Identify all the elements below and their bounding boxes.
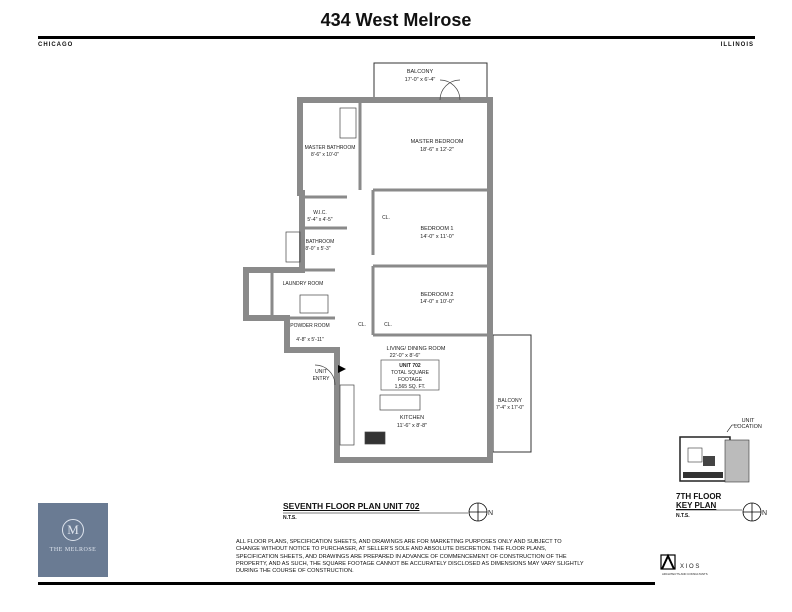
room-label: BALCONY bbox=[407, 69, 434, 75]
plan-title: SEVENTH FLOOR PLAN UNIT 702 bbox=[283, 501, 420, 511]
plan-line bbox=[364, 431, 386, 445]
room-label: TOTAL SQUARE bbox=[391, 370, 430, 376]
room-label: CL. bbox=[384, 322, 392, 328]
plan-line bbox=[243, 97, 493, 463]
plan-line bbox=[661, 553, 675, 570]
room-label: 17'-0" x 6'-4" bbox=[405, 77, 436, 83]
fixtures bbox=[285, 79, 461, 446]
room-label: 22'-0" x 8'-6" bbox=[390, 353, 421, 359]
city-label: CHICAGO bbox=[38, 42, 74, 48]
room-label: CL. bbox=[382, 215, 390, 221]
room-label: 14'-0" x 11'-0" bbox=[420, 234, 453, 240]
plan-line bbox=[726, 424, 738, 433]
interior-walls bbox=[270, 100, 490, 352]
plan-line bbox=[380, 359, 440, 391]
room-label: 18'-6" x 12'-2" bbox=[420, 147, 454, 153]
room-label: POWDER ROOM bbox=[290, 323, 329, 329]
room-label: CL. bbox=[358, 322, 366, 328]
side-balcony-outline bbox=[492, 334, 532, 453]
plan-line bbox=[339, 384, 355, 446]
plan-line: BALCONY 17'-0" x 6'-4" MASTER BEDROOM 18… bbox=[283, 69, 525, 429]
room-label: N bbox=[488, 510, 493, 517]
key-plan-scale: N.T.S. bbox=[676, 513, 690, 519]
room-label: MASTER BEDROOM bbox=[411, 139, 464, 145]
melrose-logo: M THE MELROSE bbox=[38, 503, 108, 577]
room-label: UNIT 702 bbox=[399, 363, 421, 369]
room-label: FOOTAGE bbox=[398, 377, 423, 383]
state-label: ILLINOIS bbox=[720, 42, 754, 48]
plan-line bbox=[339, 107, 357, 139]
key-plan-title: KEY PLAN bbox=[676, 501, 717, 510]
room-label: BALCONY bbox=[498, 398, 523, 404]
architect-logo: X I O S ARCHITECTS AND CONSULTANTS bbox=[660, 553, 708, 576]
key-plan-floor: 7TH FLOOR bbox=[676, 492, 722, 501]
room-label: 8'-0" x 5'-3" bbox=[305, 246, 330, 252]
plan-scale: N.T.S. bbox=[283, 515, 297, 521]
key-plan-thumbnail bbox=[679, 424, 750, 483]
room-label: UNIT bbox=[742, 418, 755, 424]
key-plan-north-arrow-icon bbox=[676, 502, 762, 522]
room-label: X I O S bbox=[680, 564, 699, 570]
plan-line bbox=[379, 394, 421, 411]
room-label: 8'-6" x 10'-0" bbox=[311, 152, 339, 158]
room-label: 1,565 SQ. FT. bbox=[395, 384, 426, 390]
room-label: ARCHITECTS AND CONSULTANTS bbox=[662, 572, 708, 576]
plan-line bbox=[299, 294, 329, 314]
plan-line bbox=[687, 447, 703, 463]
plan-line bbox=[683, 472, 723, 478]
disclaimer-text: ALL FLOOR PLANS, SPECIFICATION SHEETS, A… bbox=[236, 539, 584, 575]
room-label: BEDROOM 1 bbox=[420, 226, 453, 232]
footer-rule bbox=[38, 582, 655, 585]
room-label: 5'-4" x 4'-5" bbox=[307, 217, 332, 223]
logo-name: THE MELROSE bbox=[49, 547, 97, 553]
unit-area-box: UNIT 702 TOTAL SQUARE FOOTAGE 1,565 SQ. … bbox=[380, 359, 440, 391]
room-label: BATHROOM bbox=[306, 239, 335, 245]
room-label: 14'-0" x 10'-0" bbox=[420, 299, 454, 305]
plan-line bbox=[285, 231, 301, 263]
room-label: KITCHEN bbox=[400, 415, 424, 421]
room-label: MASTER BATHROOM bbox=[305, 145, 356, 151]
room-label: W.I.C. bbox=[313, 210, 327, 216]
room-label: ENTRY bbox=[313, 376, 331, 382]
logo-letter: M bbox=[62, 519, 84, 541]
header-rule bbox=[38, 36, 755, 39]
room-label: UNIT bbox=[315, 369, 327, 375]
page-title: 434 West Melrose bbox=[320, 10, 472, 30]
plan-line bbox=[703, 456, 715, 466]
room-label: LOCATION bbox=[734, 424, 762, 430]
plan-line bbox=[373, 62, 532, 453]
room-label: 11'-6" x 8'-8" bbox=[397, 423, 427, 429]
entry-arrow-icon bbox=[338, 365, 346, 373]
room-label: LAUNDRY ROOM bbox=[283, 281, 324, 287]
room-label: 7'-4" x 17'-0" bbox=[496, 405, 524, 411]
north-arrow-icon bbox=[283, 502, 488, 522]
room-label: 4'-8" x 5'-11" bbox=[296, 337, 324, 343]
room-label: LIVING/ DINING ROOM bbox=[387, 346, 446, 352]
room-label: N bbox=[762, 510, 767, 517]
exterior-walls bbox=[243, 97, 493, 463]
plan-line bbox=[314, 364, 336, 386]
plan-line bbox=[724, 439, 750, 483]
plan-line bbox=[439, 79, 461, 101]
room-label: BEDROOM 2 bbox=[420, 292, 453, 298]
